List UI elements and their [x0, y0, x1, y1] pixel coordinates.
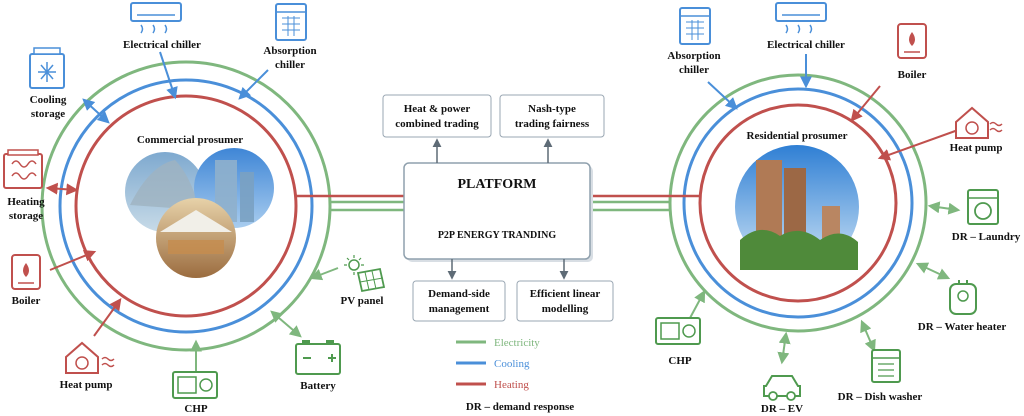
platform-box: PLATFORM P2P ENERGY TRANDING	[403, 162, 593, 262]
commercial-photo-collage	[125, 148, 274, 278]
washing-machine-icon	[967, 189, 999, 225]
residential-dr-laundry-label: DR – Laundry	[952, 231, 1021, 243]
feature-demand-side-box: Demand-side management	[412, 280, 506, 322]
legend-cooling-label: Cooling	[494, 358, 530, 370]
commercial-heating-storage-line1: Heating	[7, 196, 45, 208]
generator-icon	[655, 317, 701, 345]
commercial-heat-pump-label: Heat pump	[60, 379, 113, 391]
commercial-boiler-label: Boiler	[12, 295, 41, 307]
feature-heat-power-line1: Heat & power	[404, 103, 471, 115]
feature-nash-line2: trading fairness	[515, 118, 590, 130]
feature-heat-power-line2: combined trading	[395, 118, 479, 130]
commercial-heating-storage-line2: storage	[9, 210, 43, 222]
commercial-electrical-chiller-label: Electrical chiller	[123, 39, 201, 51]
feature-linear-box: Efficient linear modelling	[516, 280, 614, 322]
generator-icon	[172, 371, 218, 399]
legend-heating-label: Heating	[494, 379, 529, 391]
commercial-absorption-chiller-line1: Absorption	[263, 45, 316, 57]
residential-dr-water-heater-label: DR – Water heater	[918, 321, 1007, 333]
boiler-icon	[11, 254, 41, 290]
feature-nash-line1: Nash-type	[528, 103, 576, 115]
commercial-title: Commercial prosumer	[137, 134, 243, 146]
residential-dr-dish-washer-label: DR – Dish washer	[838, 391, 923, 403]
commercial-arrows	[45, 51, 339, 372]
chiller-unit-icon	[679, 7, 711, 45]
residential-boiler-label: Boiler	[898, 69, 927, 81]
commercial-cooling-storage-line2: storage	[31, 108, 65, 120]
legend-electricity-label: Electricity	[494, 337, 540, 349]
commercial-chp-label: CHP	[184, 403, 208, 415]
residential-chp-label: CHP	[668, 355, 692, 367]
heat-tank-icon	[3, 149, 43, 189]
dish-washer-icon	[871, 349, 901, 383]
residential-dr-ev-label: DR – EV	[761, 403, 803, 415]
chiller-unit-icon	[275, 3, 307, 41]
boiler-icon	[897, 23, 927, 59]
residential-photo	[735, 145, 859, 270]
snowflake-tank-icon	[29, 47, 65, 89]
feature-linear-line1: Efficient linear	[530, 288, 601, 300]
legend: Electricity Cooling Heating DR – demand …	[456, 337, 574, 413]
legend-dr-note: DR – demand response	[466, 401, 574, 413]
residential-heat-pump-label: Heat pump	[950, 142, 1003, 154]
car-icon	[763, 375, 801, 401]
commercial-battery-label: Battery	[300, 380, 336, 392]
commercial-rings	[40, 60, 332, 352]
platform-feature-arrows	[432, 138, 569, 280]
commercial-cooling-storage-line1: Cooling	[30, 94, 67, 106]
battery-icon	[295, 340, 341, 375]
heat-pump-house-icon	[955, 106, 1003, 139]
residential-heating-ring	[698, 103, 898, 303]
commercial-pv-panel-label: PV panel	[341, 295, 384, 307]
platform-subtitle: P2P ENERGY TRANDING	[438, 230, 557, 241]
feature-demand-side-line1: Demand-side	[428, 288, 490, 300]
water-heater-icon	[949, 280, 977, 315]
residential-title: Residential prosumer	[747, 130, 848, 142]
feature-linear-line2: modelling	[542, 303, 589, 315]
residential-absorption-chiller-line2: chiller	[679, 64, 709, 76]
commercial-electricity-ring	[40, 60, 332, 352]
commercial-heating-ring	[74, 94, 298, 318]
air-conditioner-icon	[130, 2, 182, 34]
feature-demand-side-line2: management	[429, 303, 490, 315]
residential-cooling-ring	[682, 87, 914, 319]
residential-absorption-chiller-line1: Absorption	[667, 50, 720, 62]
feature-heat-power-box: Heat & power combined trading	[382, 94, 492, 138]
commercial-absorption-chiller-line2: chiller	[275, 59, 305, 71]
air-conditioner-icon	[775, 2, 827, 34]
feature-nash-box: Nash-type trading fairness	[499, 94, 605, 138]
commercial-cooling-ring	[58, 78, 314, 334]
solar-panel-icon	[344, 255, 386, 293]
platform-title: PLATFORM	[457, 177, 536, 192]
residential-electrical-chiller-label: Electrical chiller	[767, 39, 845, 51]
residential-arrows	[689, 54, 961, 365]
heat-pump-house-icon	[65, 341, 115, 374]
